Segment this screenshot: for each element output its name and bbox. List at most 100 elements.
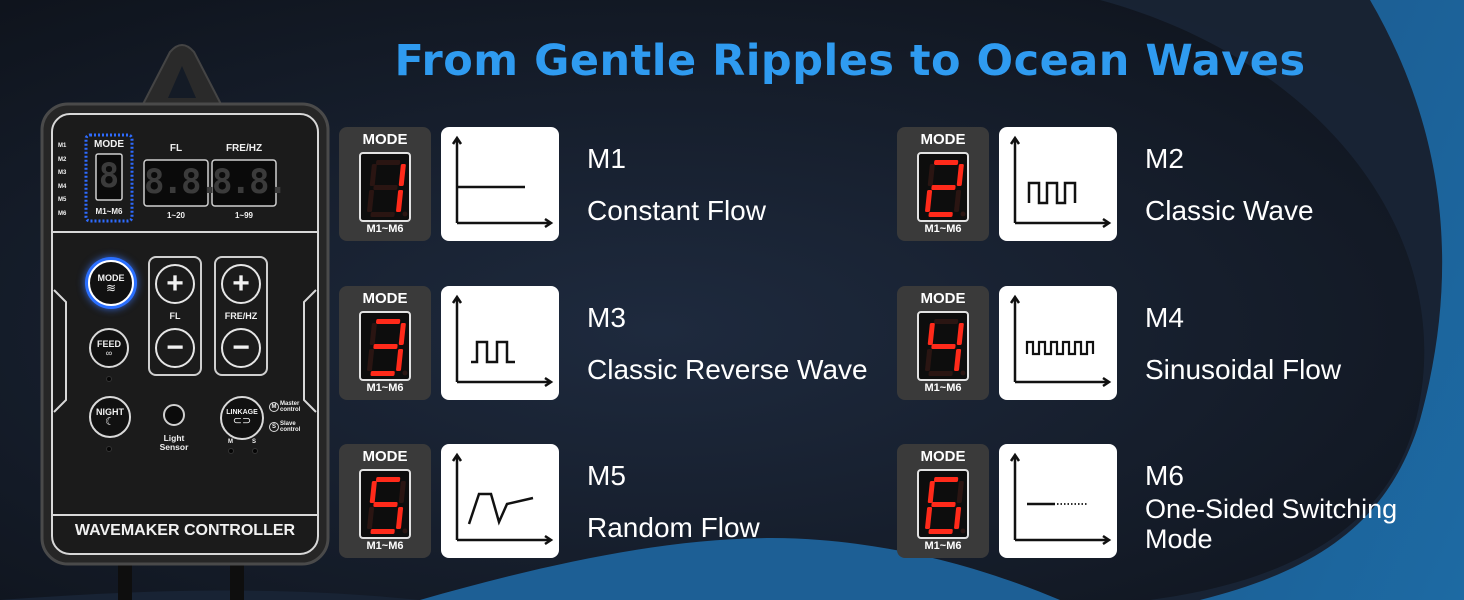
segment-b bbox=[956, 323, 964, 345]
mode-card-m6: MODE M1~M6 M6 One-Sided Switching Mode bbox=[897, 444, 1457, 558]
moon-icon: ☾ bbox=[105, 415, 115, 428]
mode-name: Classic Wave bbox=[1145, 195, 1314, 226]
fl-range: 1~20 bbox=[166, 211, 186, 220]
segment-b bbox=[398, 164, 406, 186]
slave-label: Slave control bbox=[280, 421, 301, 433]
side-mode-item: M4 bbox=[58, 183, 67, 190]
segment-dot bbox=[402, 528, 408, 534]
mode-tile-label: MODE bbox=[362, 131, 408, 148]
segment-e bbox=[925, 507, 933, 529]
one-sided-switching-graph-icon bbox=[999, 444, 1117, 558]
mode-digit-tile: MODE M1~M6 bbox=[339, 127, 431, 241]
mode-tile-label: MODE bbox=[362, 448, 408, 465]
segment-g bbox=[931, 344, 956, 349]
mode-code: M6 bbox=[1145, 460, 1184, 491]
mode-card-m4: MODE M1~M6 M4 Sinusoidal Flow bbox=[897, 286, 1457, 400]
segment-c bbox=[954, 507, 962, 529]
side-mode-item: M6 bbox=[58, 210, 67, 217]
led-s-label: S bbox=[252, 439, 257, 445]
mode-code: M4 bbox=[1145, 302, 1184, 333]
segment-a bbox=[375, 319, 401, 324]
link-icon: ⊂⊃ bbox=[232, 415, 252, 427]
mode-tile-range: M1~M6 bbox=[924, 540, 962, 552]
segment-f bbox=[369, 164, 377, 186]
mode-tile-range: M1~M6 bbox=[366, 540, 404, 552]
segment-e bbox=[925, 349, 933, 371]
led-m-label: M bbox=[228, 439, 233, 445]
fish-icon: ∞ bbox=[105, 347, 113, 358]
feed-button[interactable]: FEED ∞ bbox=[89, 328, 129, 368]
mode-card-m2: MODE M1~M6 M2 Classic Wave bbox=[897, 127, 1457, 241]
night-button[interactable]: NIGHT ☾ bbox=[89, 396, 131, 438]
mode-button[interactable]: MODE ≋ bbox=[88, 260, 134, 306]
fl-minus-button[interactable]: − bbox=[155, 328, 195, 368]
digit-window bbox=[917, 469, 969, 539]
feed-indicator-led bbox=[106, 376, 112, 382]
mode-digit-tile: MODE M1~M6 bbox=[339, 444, 431, 558]
segment-b bbox=[956, 164, 964, 186]
sinusoidal-flow-graph-icon bbox=[999, 286, 1117, 400]
digit-window bbox=[917, 311, 969, 381]
segment-e bbox=[367, 507, 375, 529]
fl-display-digits: 8.8. bbox=[144, 162, 220, 202]
night-indicator-led bbox=[106, 446, 112, 452]
slave-indicator-led bbox=[252, 448, 258, 454]
segment-dot bbox=[402, 370, 408, 376]
segment-g bbox=[373, 502, 398, 507]
mode-display-digit: 8 bbox=[98, 156, 120, 196]
mode-card-m3: MODE M1~M6 M3 Classic Reverse Wave bbox=[339, 286, 899, 400]
mode-button-label: MODE bbox=[97, 273, 125, 283]
mode-tile-label: MODE bbox=[920, 290, 966, 307]
digit-window bbox=[359, 152, 411, 222]
mode-tile-label: MODE bbox=[920, 448, 966, 465]
mode-card-m1: MODE M1~M6 M1 Constant Flow bbox=[339, 127, 899, 241]
fre-minus-button[interactable]: − bbox=[221, 328, 261, 368]
fre-display-label: FRE/HZ bbox=[225, 143, 263, 154]
segment-f bbox=[369, 481, 377, 503]
reverse-wave-graph-icon bbox=[441, 286, 559, 400]
segment-g bbox=[931, 502, 956, 507]
segment-d bbox=[928, 371, 953, 376]
mode-tile-range: M1~M6 bbox=[924, 382, 962, 394]
mode-tile-range: M1~M6 bbox=[366, 382, 404, 394]
segment-b bbox=[956, 481, 964, 503]
mode-digit-tile: MODE M1~M6 bbox=[897, 444, 989, 558]
segment-dot bbox=[960, 211, 966, 217]
mode-tile-range: M1~M6 bbox=[366, 223, 404, 235]
mode-name: Random Flow bbox=[587, 512, 760, 543]
side-mode-item: M2 bbox=[58, 156, 67, 163]
mode-tile-label: MODE bbox=[362, 290, 408, 307]
segment-d bbox=[370, 529, 395, 534]
fl-adjust-group: + FL − bbox=[148, 256, 202, 376]
fre-display-digits: 8.8. bbox=[212, 162, 288, 202]
fl-plus-button[interactable]: + bbox=[155, 264, 195, 304]
segment-f bbox=[927, 481, 935, 503]
digit-window bbox=[359, 469, 411, 539]
mode-display-range: M1~M6 bbox=[95, 207, 123, 216]
master-legend: M Master control bbox=[269, 401, 310, 413]
segment-f bbox=[927, 164, 935, 186]
segment-a bbox=[933, 319, 959, 324]
mode-code: M5 bbox=[587, 460, 626, 491]
segment-d bbox=[370, 371, 395, 376]
mode-digit-tile: MODE M1~M6 bbox=[897, 286, 989, 400]
classic-wave-graph-icon bbox=[999, 127, 1117, 241]
segment-dot bbox=[960, 370, 966, 376]
master-indicator-led bbox=[228, 448, 234, 454]
segment-c bbox=[954, 190, 962, 212]
master-letter-badge: M bbox=[269, 402, 279, 412]
light-sensor-window bbox=[163, 404, 185, 426]
segment-b bbox=[398, 323, 406, 345]
digit-window bbox=[917, 152, 969, 222]
side-mode-list: M1 M2 M3 M4 M5 M6 bbox=[58, 143, 84, 224]
fl-display-label: FL bbox=[169, 143, 183, 154]
mode-tile-label: MODE bbox=[920, 131, 966, 148]
segment-g bbox=[931, 185, 956, 190]
segment-a bbox=[933, 160, 959, 165]
mode-code: M3 bbox=[587, 302, 626, 333]
light-sensor-label: Light Sensor bbox=[159, 433, 189, 452]
linkage-button[interactable]: LINKAGE ⊂⊃ bbox=[220, 396, 264, 440]
segment-g bbox=[373, 344, 398, 349]
fre-plus-button[interactable]: + bbox=[221, 264, 261, 304]
segment-f bbox=[927, 323, 935, 345]
